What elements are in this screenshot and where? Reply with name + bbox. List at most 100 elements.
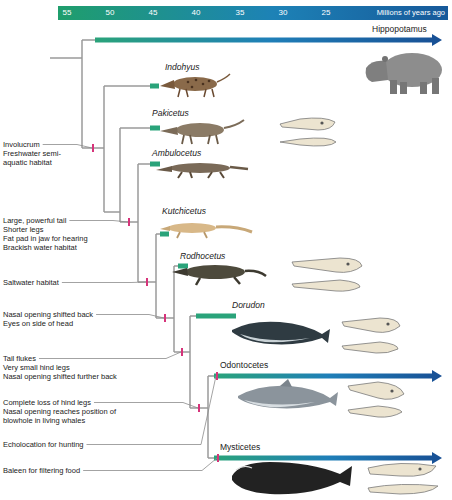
trait-tick (92, 144, 94, 152)
pakicetus-drawing (182, 135, 218, 144)
trait-tick (164, 314, 166, 322)
trait-label: Saltwater habitat (3, 278, 133, 287)
trait-label: Nasal opening shifted back (3, 310, 153, 319)
trait-tick (146, 278, 148, 286)
ambulocetus-drawing (156, 166, 172, 172)
time-tick: 30 (279, 7, 288, 19)
time-scale-bar: 55504540353025Millions of years ago (58, 6, 448, 20)
time-tick: 55 (63, 7, 72, 19)
ambulocetus-drawing (156, 163, 248, 178)
taxon-name: Odontocetes (220, 360, 268, 371)
trait-tick (181, 348, 183, 356)
hippo-drawing (366, 53, 442, 94)
leader-line (39, 352, 181, 359)
hippo-drawing (366, 61, 388, 82)
hippo-drawing (420, 82, 427, 94)
indohyus-drawing (160, 74, 230, 97)
lineage-arrow (95, 34, 442, 464)
skull-drawing (348, 382, 404, 399)
skull-drawing (368, 484, 438, 494)
kutchicetus-drawing (168, 223, 216, 233)
dorudon-drawing (232, 322, 330, 345)
pakicetus-drawing (160, 120, 244, 144)
taxon-name: Pakicetus (152, 108, 189, 119)
right-whale-drawing (236, 466, 252, 470)
skull-drawing (280, 118, 335, 130)
trait-label: Involucrum (3, 140, 75, 149)
rodhocetus-drawing (196, 277, 240, 285)
indohyus-drawing (217, 74, 230, 82)
trait-label: Tail flukes (3, 354, 173, 363)
hippo-drawing (400, 82, 407, 94)
skull-eye (320, 121, 323, 124)
trait-label: Brackish water habitat (3, 243, 115, 252)
leader-line (69, 221, 128, 223)
trait-label: Large, powerful tail (3, 216, 115, 225)
dolphin-drawing (280, 379, 292, 387)
trait-tick (217, 454, 219, 462)
fossil-range-bar (150, 84, 159, 89)
axis-title: Millions of years ago (377, 7, 445, 19)
time-tick: 25 (322, 7, 331, 19)
rodhocetus-drawing (172, 268, 188, 276)
indohyus-drawing (160, 80, 175, 89)
skull-drawing (280, 118, 438, 494)
trait-label: Very small hind legs (3, 363, 173, 372)
kutchicetus-drawing (160, 223, 252, 238)
fossil-range-bar (150, 84, 236, 319)
skull-drawing (292, 258, 362, 272)
trait-label: Complete loss of hind legs (3, 398, 129, 407)
dolphin-drawing (238, 379, 338, 408)
trait-label: Nasal opening reaches position of blowho… (3, 407, 129, 425)
indohyus-drawing (195, 79, 198, 82)
trait-label: Eyes on side of head (3, 319, 153, 328)
skull-eye (418, 467, 421, 470)
dolphin-drawing (238, 386, 338, 409)
rodhocetus-drawing (245, 271, 266, 276)
indohyus-drawing (191, 86, 194, 89)
trait-tick (128, 218, 130, 226)
ambulocetus-drawing (230, 167, 248, 169)
skull-drawing (280, 138, 336, 146)
taxon-name: Ambulocetus (152, 148, 201, 159)
hippo-drawing (390, 80, 397, 94)
trait-tick (198, 404, 200, 412)
trait-label: Nasal opening shifted further back (3, 372, 173, 381)
leader-line (43, 145, 92, 149)
skull-drawing (342, 342, 398, 353)
ambulocetus-drawing (178, 172, 224, 178)
lineage-arrow (214, 370, 442, 382)
pakicetus-drawing (224, 120, 244, 128)
kutchicetus-drawing (216, 227, 252, 232)
skull-eye (390, 389, 393, 392)
fossil-range-bar (150, 162, 160, 167)
rodhocetus-drawing (172, 265, 266, 285)
trait-label: Baleen for filtering food (3, 466, 193, 475)
skull-drawing (348, 406, 402, 417)
fossil-range-bar (160, 232, 169, 237)
leader-line (83, 458, 217, 471)
dorudon-drawing (240, 334, 310, 342)
lineage-arrow (214, 452, 442, 464)
indohyus-drawing (208, 80, 211, 83)
indohyus-drawing (187, 81, 190, 84)
leader-line (96, 315, 164, 319)
taxon-name: Mysticetes (220, 442, 260, 453)
time-tick: 50 (106, 7, 115, 19)
skull-drawing (368, 463, 436, 476)
trait-label: Freshwater semi-aquatic habitat (3, 149, 75, 167)
trait-label: Echolocation for hunting (3, 440, 193, 449)
time-tick: 40 (192, 7, 201, 19)
skull-eye (320, 121, 421, 470)
dolphin-drawing (244, 400, 315, 407)
trait-label: Shorter legs (3, 225, 115, 234)
rodhocetus-drawing (185, 265, 245, 279)
skull-eye (386, 322, 389, 325)
pakicetus-drawing (160, 127, 178, 135)
taxon-name: Dorudon (232, 300, 265, 311)
ambulocetus-drawing (170, 163, 230, 173)
time-tick: 35 (236, 7, 245, 19)
fossil-range-bar (178, 264, 188, 269)
right-whale-drawing (232, 462, 352, 494)
skull-drawing (342, 318, 400, 332)
